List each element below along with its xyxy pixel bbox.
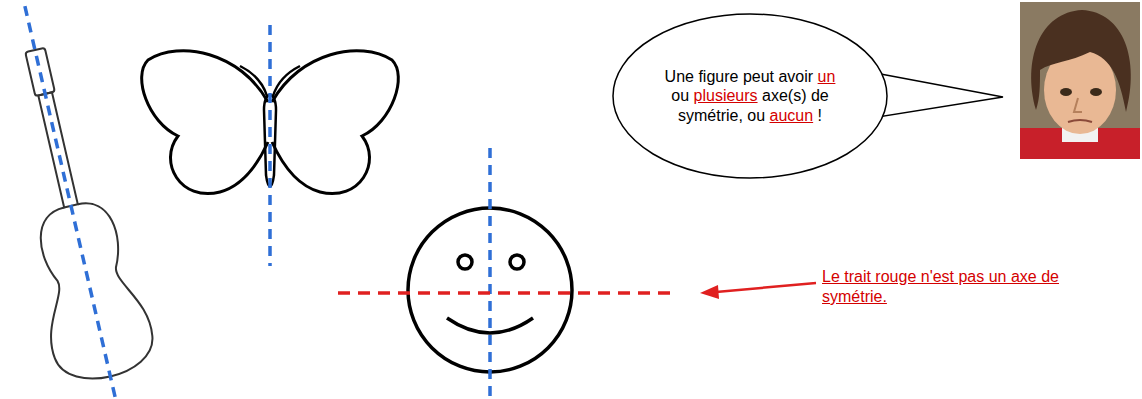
bubble-text: Une figure peut avoir un ou plusieurs ax… (664, 67, 836, 125)
bubble-tail (870, 72, 1003, 118)
note-text: Le trait rouge n'est pas un axe de symét… (822, 267, 1084, 307)
key-word: un (818, 68, 836, 85)
smiley-figure (338, 148, 678, 397)
bubble-phrase: Une figure peut avoir (665, 68, 814, 85)
bubble-phrase: ou (671, 87, 689, 104)
key-word: plusieurs (694, 87, 758, 104)
pointer-arrow (700, 283, 816, 299)
character-portrait (1020, 2, 1140, 159)
bubble-phrase: ! (818, 107, 822, 124)
guitar-figure (0, 0, 166, 399)
key-word: aucun (770, 107, 814, 124)
butterfly-figure (142, 25, 399, 266)
speech-bubble: Une figure peut avoir un ou plusieurs ax… (612, 13, 888, 179)
